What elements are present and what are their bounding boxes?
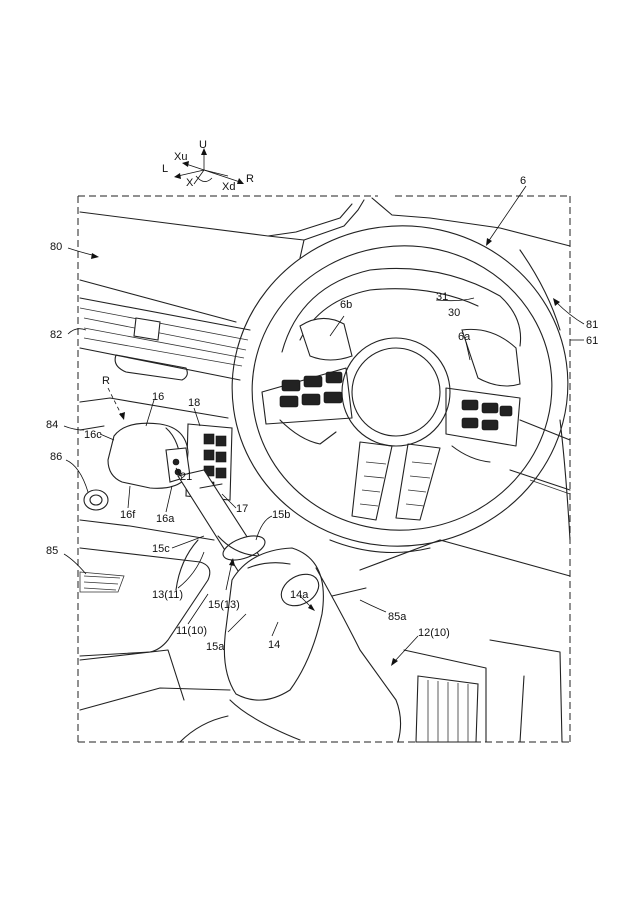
view-frame [77, 195, 571, 743]
label-r: R [102, 375, 110, 387]
reference-labels: 6 80 81 61 82 6b 31 30 6a R 16 18 84 16c… [46, 175, 598, 653]
label-15c: 15c [152, 543, 170, 555]
label-31: 31 [436, 291, 448, 303]
dashboard-upper [79, 197, 571, 381]
label-82: 82 [50, 329, 62, 341]
steering-wheel [231, 225, 569, 554]
label-16: 16 [152, 391, 164, 403]
shift-lever [107, 422, 402, 743]
axis-labels: U Xu L X Xd R [162, 139, 254, 193]
label-14a: 14a [290, 589, 309, 601]
label-6: 6 [520, 175, 526, 187]
label-11-10: 11(10) [176, 625, 207, 637]
axis-label-xu: Xu [174, 151, 187, 163]
label-18: 18 [188, 397, 200, 409]
label-16a: 16a [156, 513, 175, 525]
label-15b: 15b [272, 509, 290, 521]
label-6a: 6a [458, 331, 471, 343]
axis-indicator [174, 148, 244, 185]
label-6b: 6b [340, 299, 352, 311]
axis-label-x: X [186, 177, 194, 189]
label-12-10: 12(10) [418, 627, 450, 639]
label-84: 84 [46, 419, 58, 431]
label-61: 61 [586, 335, 598, 347]
left-panels [79, 397, 231, 743]
axis-label-xd: Xd [222, 181, 235, 193]
label-15a: 15a [206, 641, 225, 653]
label-86: 86 [50, 451, 62, 463]
label-16f: 16f [120, 509, 136, 521]
label-80: 80 [50, 241, 62, 253]
axis-label-l: L [162, 163, 168, 175]
label-85: 85 [46, 545, 58, 557]
pedal-grille [403, 639, 563, 743]
label-81: 81 [586, 319, 598, 331]
axis-label-u: U [199, 139, 207, 151]
label-15-13: 15(13) [208, 599, 240, 611]
label-30: 30 [448, 307, 460, 319]
label-17: 17 [236, 503, 248, 515]
label-16c: 16c [84, 429, 102, 441]
label-85a: 85a [388, 611, 407, 623]
label-21: 21 [180, 471, 192, 483]
label-14: 14 [268, 639, 280, 651]
label-13-11: 13(11) [152, 589, 183, 601]
leader-lines [63, 185, 585, 666]
axis-label-r: R [246, 173, 254, 185]
